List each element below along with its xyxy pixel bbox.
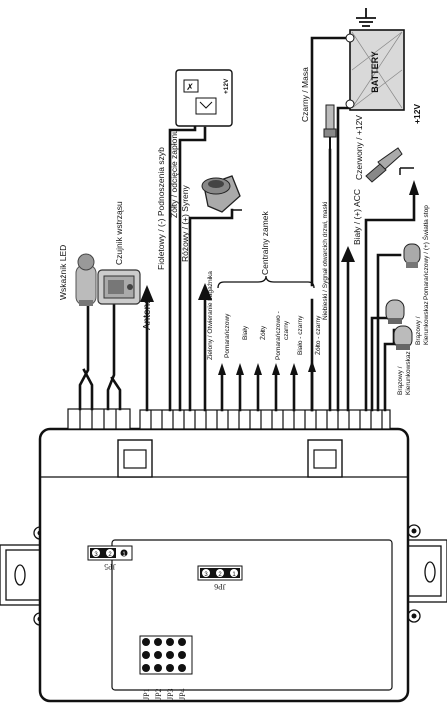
label-brake-light: Pomarańczowy / (+) Światła stop (421, 205, 430, 300)
jp5-pin-1: 1 (122, 552, 126, 558)
label-turn-signal-2a: Brązowy / (397, 366, 404, 395)
label-turn-signal-1a: Brązowy / (415, 316, 422, 345)
jumper-jp4-label: JP4 (178, 688, 187, 700)
label-ground: Czarny / Masa (300, 67, 310, 122)
jp5-pin-2: 2 (108, 552, 112, 558)
brake-light-bulb-icon (403, 243, 421, 268)
label-turn-signal-2b: Kierunkowskaz (405, 351, 412, 395)
relay-icon: ✗ (175, 69, 233, 127)
jp5-pin-3: 3 (94, 552, 98, 558)
jumper-jp5: 3 2 1 JP5 (87, 545, 133, 571)
central-lock-brace (217, 275, 315, 289)
siren-icon (201, 175, 242, 213)
label-central-lock: Centralny zamek (260, 210, 270, 275)
jumper-jp3-label: JP3 (166, 688, 175, 700)
jumper-jp6-label: JP6 (214, 582, 226, 591)
label-wire-orange-black-2: czarny (283, 320, 290, 340)
turn-signal-bulb-icon (385, 299, 405, 324)
ground-symbol-icon (356, 8, 376, 27)
mount-hole-center-icon (411, 613, 417, 619)
jp6-pin-1: 1 (232, 572, 236, 578)
jumper-jp2-label: JP2 (154, 688, 163, 700)
label-door-signal: Niebieski / Sygnał otwarcich drzwi, mask… (322, 202, 329, 320)
label-turn-signal-1b: Kierunkowskaz (423, 301, 430, 345)
mount-hole-center-icon (411, 528, 417, 534)
label-plus12v: +12V (412, 104, 422, 124)
labels: Wskaźnik LED Czujnik wstrząsu Antena Fio… (58, 67, 430, 395)
label-acc: Biały / (+) ACC (352, 189, 362, 245)
shock-sensor-icon (97, 269, 141, 305)
label-led: Wskaźnik LED (58, 245, 68, 300)
jumper-jp5-label: JP5 (104, 562, 116, 571)
brake-pedal-icon (365, 147, 414, 183)
label-wire-white-black: Biało - czarny (297, 315, 304, 355)
jumper-jp6: 3 2 1 JP6 (197, 565, 243, 591)
label-relay-plus12v: +12V (223, 78, 230, 94)
label-ignition-cut: Żółty / odcięcie zapłonu (169, 129, 179, 218)
connector-left (67, 408, 131, 430)
battery-icon: BATTERY (345, 29, 405, 111)
svg-text:✗: ✗ (186, 82, 194, 92)
led-indicator-icon (75, 253, 97, 306)
label-siren: Różowy / (+) Syreny (180, 184, 190, 262)
arrows (140, 180, 419, 375)
control-unit-box (38, 427, 410, 703)
label-wire-orange-black: Pomarańczowo - (275, 311, 282, 360)
label-trunk: Zielony / Otwieranie bagażnika (207, 271, 214, 360)
jp6-pin-2: 2 (218, 572, 222, 578)
jumper-bank-jp1-jp4: JP1 JP2 JP3 JP4 (139, 635, 193, 700)
jumper-jp1-label: JP1 (142, 688, 151, 700)
battery-label: BATTERY (370, 51, 380, 93)
label-plus12: Czerwony / +12V (354, 115, 364, 180)
label-antenna: Antena (142, 298, 153, 330)
label-wire-yellow: Żółty (258, 325, 267, 340)
label-wire-white: Biały (242, 325, 249, 340)
jp6-pin-3: 3 (204, 572, 208, 578)
label-windows: Fioletowy / (-) Podnoszenia szyb (156, 147, 166, 270)
label-wire-yellow-black: Żółto - czarny (313, 315, 322, 355)
label-wire-orange: Pomarańczowy (224, 313, 231, 358)
turn-signal-bulb-icon (393, 325, 413, 350)
connector-main (139, 409, 391, 430)
label-shock-sensor: Czujnik wstrząsu (114, 201, 124, 265)
door-switch-icon (323, 104, 337, 150)
right-mounting-rail (407, 539, 447, 603)
